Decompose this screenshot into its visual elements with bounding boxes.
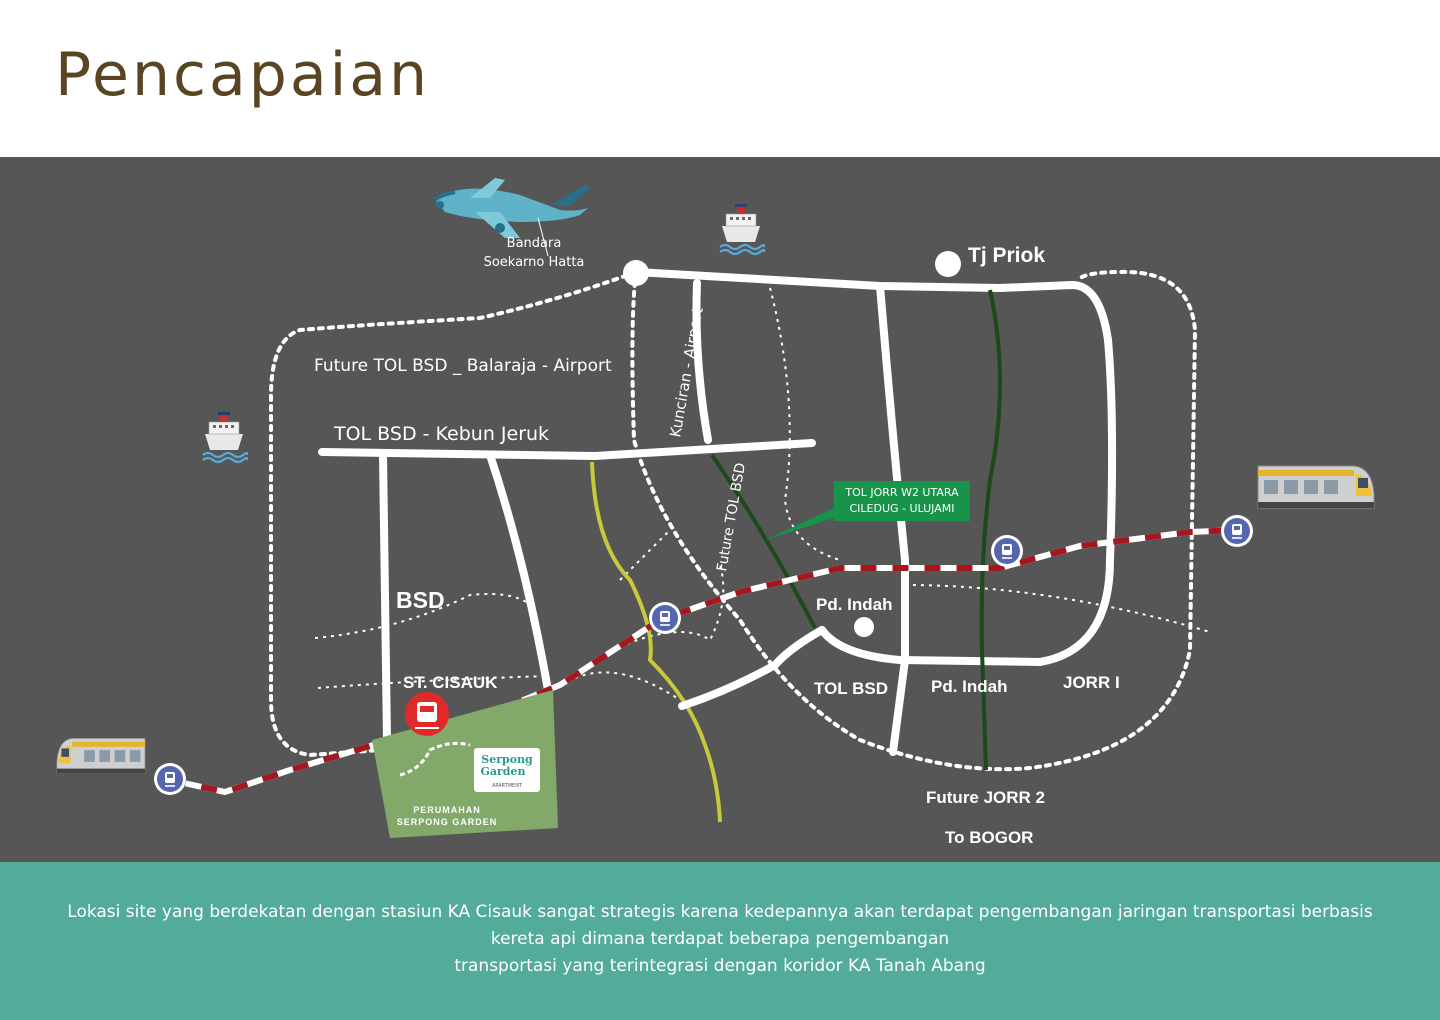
perumahan-label-2: SERPONG GARDEN: [397, 817, 498, 827]
pd-indah-bottom-label: Pd. Indah: [931, 677, 1008, 696]
airport-junction-node: [623, 260, 649, 286]
station-icon: [990, 534, 1024, 568]
location-map: Serpong Garden APARTMENT PERUMAHAN SERPO…: [0, 157, 1440, 862]
airport-label-1: Bandara: [507, 236, 562, 251]
footer-line-2: kereta api dimana terdapat beberapa peng…: [490, 929, 950, 949]
train-icon: [56, 737, 146, 775]
svg-text:APARTMENT: APARTMENT: [492, 783, 523, 789]
secondary-roads: [314, 279, 1211, 701]
train-icon: [1257, 465, 1375, 509]
station-icon: [648, 601, 682, 635]
footer-line-1: Lokasi site yang berdekatan dengan stasi…: [67, 902, 1373, 922]
future-jorr-2-label: Future JORR 2: [926, 788, 1045, 807]
main-roads: [318, 268, 1117, 756]
station-icon: [153, 762, 187, 796]
svg-text:TOL JORR W2 UTARA: TOL JORR W2 UTARA: [844, 486, 959, 499]
tol-bsd-label: TOL BSD: [814, 679, 888, 698]
jorr-w2-label: TOL JORR W2 UTARA CILEDUG - ULUJAMI: [765, 481, 970, 540]
pd-indah-node: [854, 617, 874, 637]
tj-priok-node: [935, 251, 961, 277]
bsd-label: BSD: [396, 587, 445, 613]
yellow-road: [590, 461, 722, 823]
serpong-garden-logo: Serpong Garden APARTMENT: [474, 748, 540, 792]
station-icon: [1220, 514, 1254, 548]
jorr-1-label: JORR I: [1063, 673, 1120, 692]
perumahan-label-1: PERUMAHAN: [413, 805, 481, 815]
jorr-w2-roads: [710, 289, 1002, 771]
to-bogor-label: To BOGOR: [945, 828, 1033, 847]
svg-text:Garden: Garden: [480, 765, 525, 778]
svg-text:Serpong: Serpong: [481, 753, 533, 766]
tj-priok-label: Tj Priok: [968, 244, 1045, 267]
tol-bsd-kebun-jeruk-label: TOL BSD - Kebun Jeruk: [333, 423, 549, 445]
airplane-icon: [433, 178, 590, 257]
page-title: Pencapaian: [55, 40, 431, 110]
future-tol-airport-label: Future TOL BSD _ Balaraja - Airport: [314, 356, 612, 376]
footer-line-3: transportasi yang terintegrasi dengan ko…: [454, 956, 986, 976]
footer-description: Lokasi site yang berdekatan dengan stasi…: [0, 862, 1440, 1020]
cisauk-station-icon: [405, 692, 449, 736]
st-cisauk-label: ST. CISAUK: [403, 673, 498, 692]
map-background: [0, 157, 1440, 862]
serpong-garden-site: [372, 690, 558, 838]
pd-indah-top-label: Pd. Indah: [816, 595, 893, 614]
svg-text:CILEDUG - ULUJAMI: CILEDUG - ULUJAMI: [849, 502, 954, 515]
airport-label-2: Soekarno Hatta: [484, 255, 585, 270]
future-toll-roads: [268, 269, 1198, 772]
